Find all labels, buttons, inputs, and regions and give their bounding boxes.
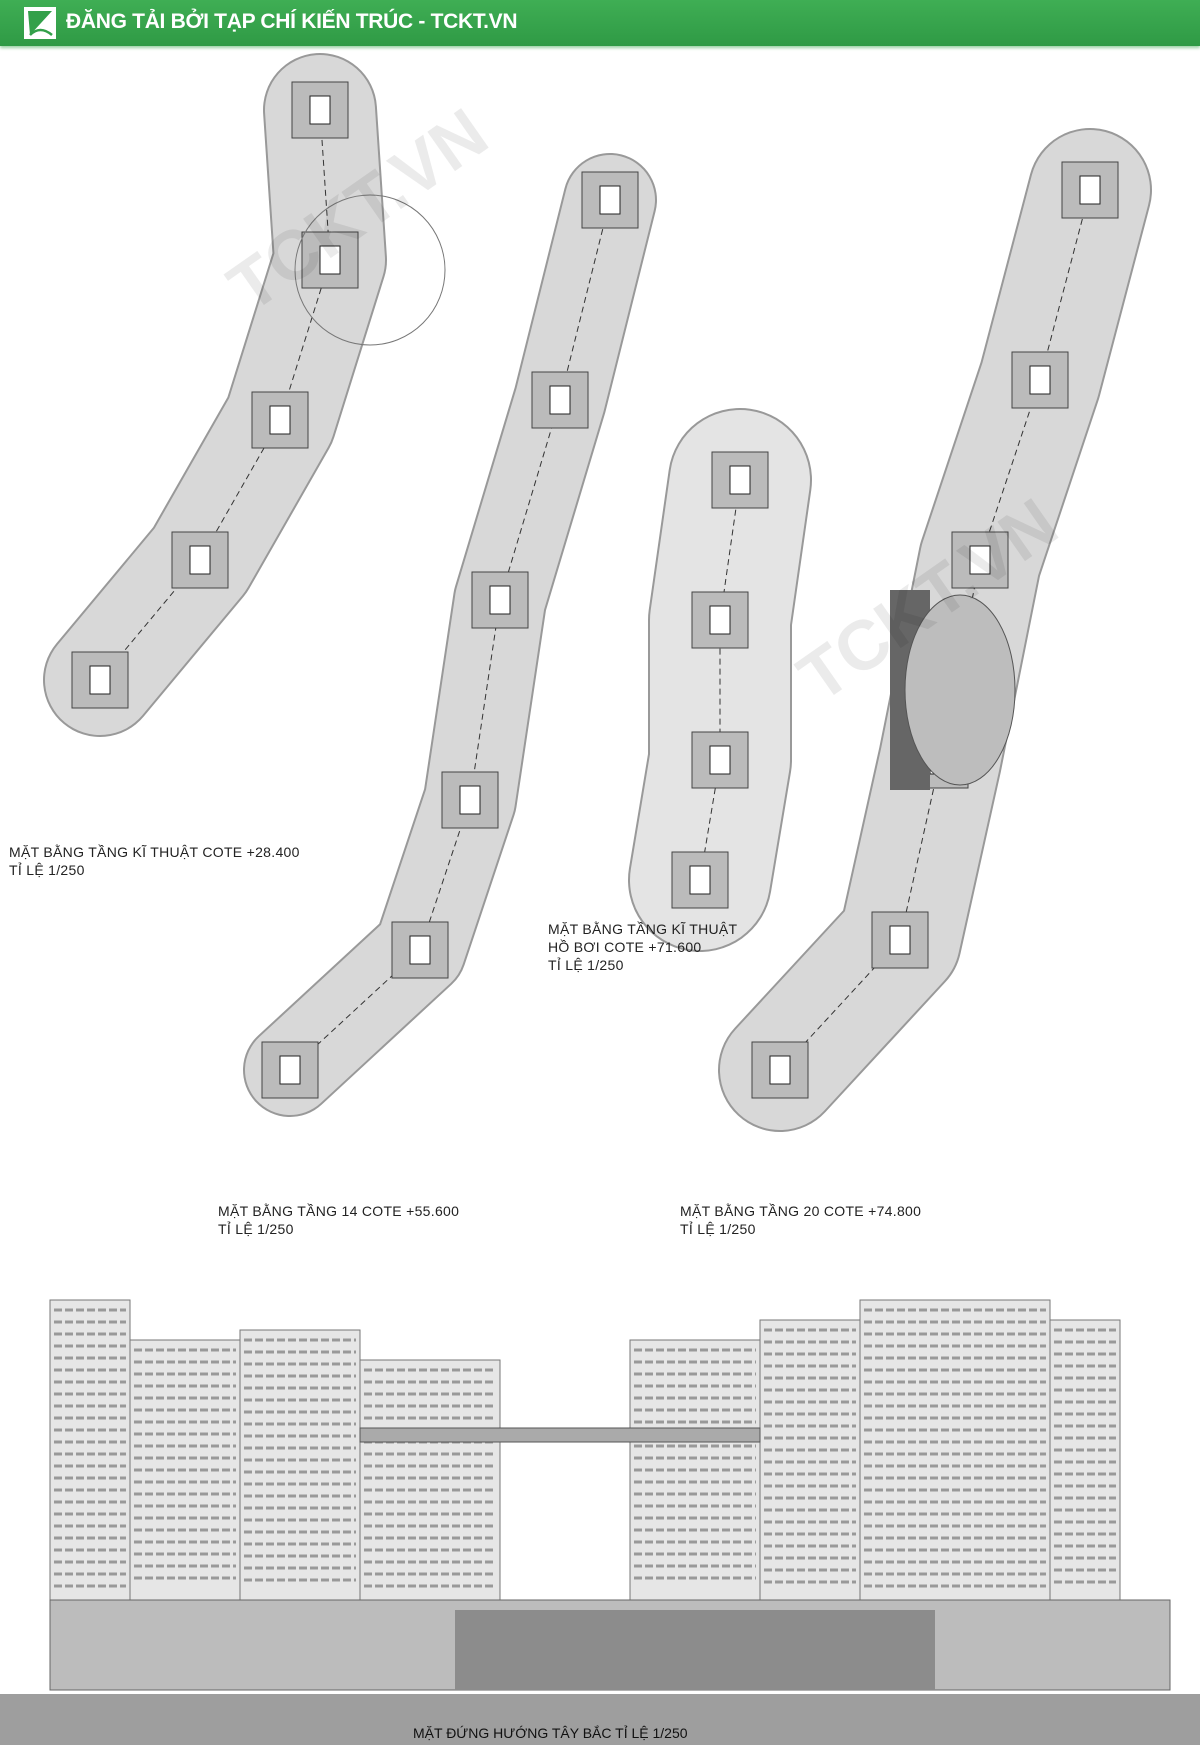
plan-label-floor-20: MẶT BẰNG TẦNG 20 COTE +74.800 TỈ LỆ 1/25… <box>680 1202 921 1238</box>
stair-core <box>1079 175 1101 205</box>
stair-core <box>729 465 751 495</box>
ramp-circle <box>294 194 446 346</box>
plan-pool-floor-axis <box>699 479 741 881</box>
stair-core <box>89 665 111 695</box>
stair-core <box>599 185 621 215</box>
stair-core <box>489 585 511 615</box>
stair-core <box>459 785 481 815</box>
core-block <box>691 591 749 649</box>
plan-scale: TỈ LỆ 1/250 <box>680 1221 756 1237</box>
stair-core <box>1029 365 1051 395</box>
stair-core <box>319 245 341 275</box>
stair-core <box>709 605 731 635</box>
plan-title: MẶT BẰNG TẦNG KĨ THUẬT <box>548 921 738 937</box>
stair-core <box>409 935 431 965</box>
plan-label-pool-floor: MẶT BẰNG TẦNG KĨ THUẬT HỒ BƠI COTE +71.6… <box>548 920 737 974</box>
elevation-base-band <box>0 1694 1200 1745</box>
sky-bridge <box>359 1427 761 1443</box>
stair-core <box>309 95 331 125</box>
plan-scale: TỈ LỆ 1/250 <box>548 957 624 973</box>
stair-core <box>689 865 711 895</box>
core-block <box>291 81 349 139</box>
plan-title-line2: HỒ BƠI COTE +71.600 <box>548 939 702 955</box>
plan-title: MẶT BẰNG TẦNG KĨ THUẬT COTE +28.400 <box>9 844 300 860</box>
stair-core <box>769 1055 791 1085</box>
elevation-title: MẶT ĐỨNG HƯỚNG TÂY BẮC TỈ LỆ 1/250 <box>413 1725 688 1741</box>
stair-core <box>889 925 911 955</box>
plan-title: MẶT BẰNG TẦNG 20 COTE +74.800 <box>680 1203 922 1219</box>
plan-label-technical-floor: MẶT BẰNG TẦNG KĨ THUẬT COTE +28.400 TỈ L… <box>9 843 300 879</box>
stair-core <box>269 405 291 435</box>
podium-shopfront <box>455 1610 935 1690</box>
plan-label-floor-14: MẶT BẰNG TẦNG 14 COTE +55.600 TỈ LỆ 1/25… <box>218 1202 459 1238</box>
tckt-logo-icon <box>24 7 56 39</box>
pool-icon <box>904 594 1016 786</box>
stair-core <box>279 1055 301 1085</box>
header-banner: ĐĂNG TẢI BỞI TẠP CHÍ KIẾN TRÚC - TCKT.VN <box>0 0 1200 46</box>
header-title: ĐĂNG TẢI BỞI TẠP CHÍ KIẾN TRÚC - TCKT.VN <box>66 10 518 33</box>
plan-scale: TỈ LỆ 1/250 <box>9 862 85 878</box>
stair-core <box>549 385 571 415</box>
plan-title: MẶT BẰNG TẦNG 14 COTE +55.600 <box>218 1203 460 1219</box>
stair-core <box>189 545 211 575</box>
stair-core <box>709 745 731 775</box>
plan-technical-floor-axis <box>99 109 331 681</box>
stair-core <box>969 545 991 575</box>
plan-scale: TỈ LỆ 1/250 <box>218 1221 294 1237</box>
